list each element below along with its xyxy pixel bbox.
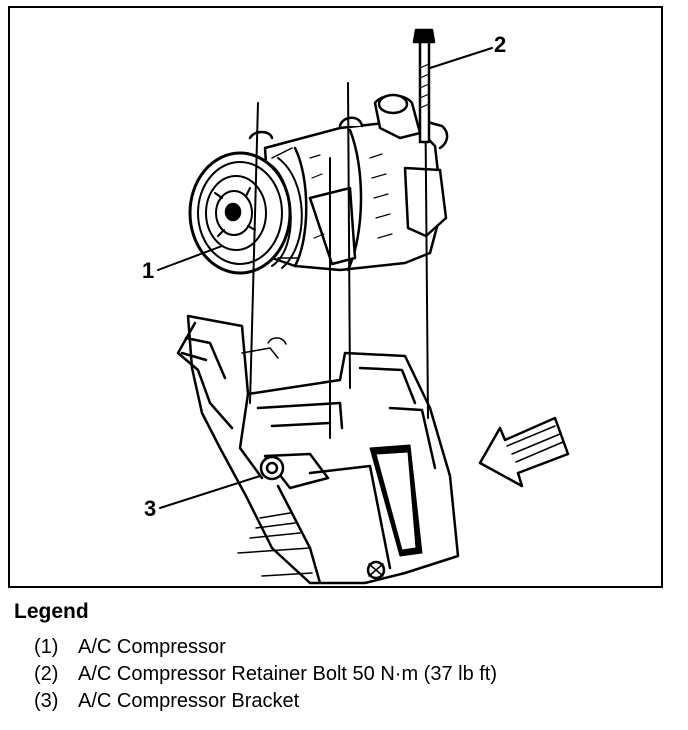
diagram-frame: 1 2 3 — [8, 6, 663, 588]
callout-1: 1 — [142, 258, 155, 283]
legend-item-text: A/C Compressor Retainer Bolt 50 N·m (37 … — [78, 663, 498, 685]
legend-item-text: A/C Compressor Bracket — [78, 690, 300, 712]
legend-item: (3) A/C Compressor Bracket — [34, 688, 674, 715]
legend-item: (1) A/C Compressor — [34, 634, 674, 661]
compressor-illustration — [157, 28, 570, 585]
ac-compressor — [188, 93, 449, 275]
legend-item-number: (3) — [34, 690, 59, 712]
legend-item-text: A/C Compressor — [78, 636, 226, 658]
legend-item-number: (1) — [34, 636, 59, 658]
callout-leaders — [157, 47, 493, 509]
legend-item-number: (2) — [34, 663, 59, 685]
legend: Legend (1) A/C Compressor (2) A/C Compress… — [14, 600, 674, 715]
legend-item: (2) A/C Compressor Retainer Bolt 50 N·m (… — [34, 661, 674, 688]
callout-3: 3 — [144, 496, 157, 521]
direction-arrow-icon — [478, 416, 570, 488]
legend-title: Legend — [14, 600, 89, 623]
callout-2: 2 — [494, 32, 507, 57]
legend-list: (1) A/C Compressor (2) A/C Compressor Reta… — [14, 634, 674, 715]
compressor-bracket — [176, 314, 460, 585]
retainer-bolt — [412, 28, 436, 144]
